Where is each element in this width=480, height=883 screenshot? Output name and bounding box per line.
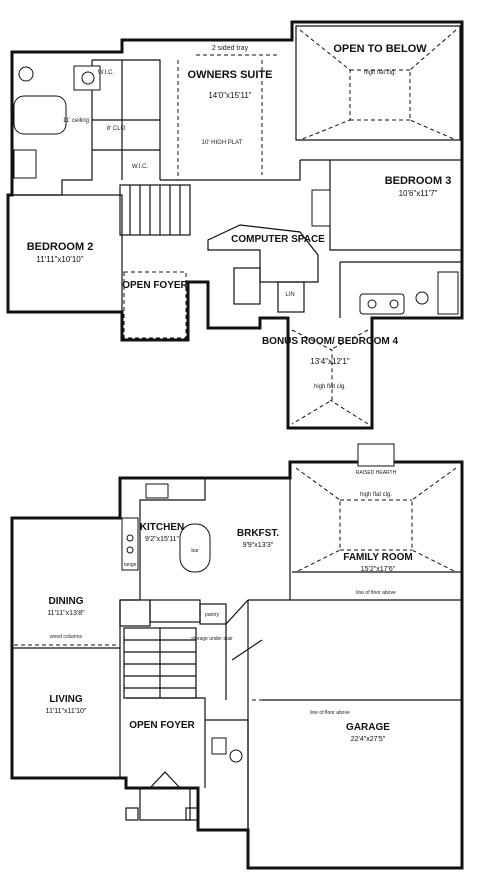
room-name-bonus-room: BONUS ROOM/ BEDROOM 4 bbox=[262, 336, 399, 347]
room-name-bedroom-3: BEDROOM 3 bbox=[385, 175, 452, 187]
note-line-floor: line of floor above bbox=[356, 590, 396, 596]
room-name-brkfst: BRKFST. bbox=[237, 528, 279, 539]
note-wic2: W.I.C. bbox=[132, 164, 149, 170]
tub-icon bbox=[437, 271, 459, 315]
kitchen-island-icon bbox=[179, 523, 211, 573]
note-storage: storage under stair bbox=[191, 636, 233, 642]
room-dim-bedroom-2: 11'11"x10'10" bbox=[36, 255, 83, 264]
note-range: range bbox=[124, 562, 137, 568]
note-clo: 8' CLO bbox=[107, 126, 126, 132]
burner-icon bbox=[126, 546, 134, 554]
room-name-open-to-below: OPEN TO BELOW bbox=[333, 43, 427, 55]
porch-column bbox=[125, 807, 139, 821]
porch-column bbox=[185, 807, 199, 821]
room-dim-living: 11'11"x11'10" bbox=[46, 708, 87, 715]
room-dim-brkfst: 9'9"x13'3" bbox=[243, 542, 274, 549]
room-name-computer-space: COMPUTER SPACE bbox=[231, 234, 325, 245]
note-line-floor-2: line of floor above bbox=[310, 710, 350, 716]
sink-icon bbox=[367, 299, 377, 309]
sink-icon bbox=[81, 71, 95, 85]
note-bar: bar bbox=[191, 548, 199, 554]
room-name-open-foyer-main: OPEN FOYER bbox=[129, 720, 195, 731]
toilet-icon bbox=[415, 291, 429, 305]
room-name-owners-suite: OWNERS SUITE bbox=[188, 69, 273, 81]
room-dim-family-room: 15'2"x17'6" bbox=[361, 566, 396, 573]
fireplace-icon bbox=[357, 443, 395, 467]
note-lin: LIN bbox=[285, 292, 294, 298]
room-dim-dining: 11'11"x13'8" bbox=[47, 610, 85, 617]
room-labels: OWNERS SUITE 14'0"x15'11" OPEN TO BELOW … bbox=[27, 43, 452, 743]
toilet-icon bbox=[18, 66, 34, 82]
double-vanity-icon bbox=[359, 293, 405, 315]
room-name-family-room: FAMILY ROOM bbox=[343, 552, 412, 563]
note-bonus-clg: high flat clg. bbox=[314, 384, 346, 390]
note-ceiling: 11' ceiling bbox=[63, 118, 89, 124]
room-name-living: LIVING bbox=[49, 694, 83, 705]
bathtub-icon bbox=[13, 95, 67, 135]
toilet-icon bbox=[229, 749, 243, 763]
upper-floor bbox=[6, 20, 464, 430]
note-hearth: RAISED HEARTH bbox=[356, 470, 397, 476]
shower-icon bbox=[13, 149, 37, 179]
note-pantry: pantry bbox=[205, 612, 219, 618]
room-dim-garage: 22'4"x27'5" bbox=[351, 736, 386, 743]
closet-icon bbox=[311, 189, 331, 227]
note-family-clg: high flat clg. bbox=[360, 492, 392, 498]
burner-icon bbox=[126, 534, 134, 542]
room-name-dining: DINING bbox=[49, 596, 84, 607]
stair-upper bbox=[119, 184, 191, 236]
room-name-kitchen: KITCHEN bbox=[140, 522, 184, 533]
main-floor bbox=[10, 443, 464, 870]
room-dim-bonus-room: 13'4"x12'1" bbox=[310, 357, 350, 366]
room-name-bedroom-2: BEDROOM 2 bbox=[27, 241, 94, 253]
sink-icon bbox=[211, 737, 227, 755]
cabinet-run-icon bbox=[121, 517, 139, 571]
room-dim-kitchen: 9'2"x15'11" bbox=[145, 536, 179, 543]
room-name-open-foyer-upper: OPEN FOYER bbox=[122, 280, 188, 291]
stair-main bbox=[123, 627, 197, 699]
sink-icon bbox=[145, 483, 169, 499]
note-wood-columns: wood columns bbox=[50, 634, 82, 640]
note-tray: 2 sided tray bbox=[212, 45, 249, 52]
room-name-garage: GARAGE bbox=[346, 722, 390, 733]
sink-icon bbox=[389, 299, 399, 309]
vanity-icon bbox=[73, 65, 101, 91]
note-plat: 10' HIGH PLAT bbox=[202, 140, 243, 146]
note-wic1: W.I.C. bbox=[98, 70, 115, 76]
room-dim-owners-suite: 14'0"x15'11" bbox=[208, 91, 251, 100]
room-dim-bedroom-3: 10'6"x11'7" bbox=[399, 189, 438, 198]
note-high-flat: high flat clg. bbox=[364, 70, 396, 76]
